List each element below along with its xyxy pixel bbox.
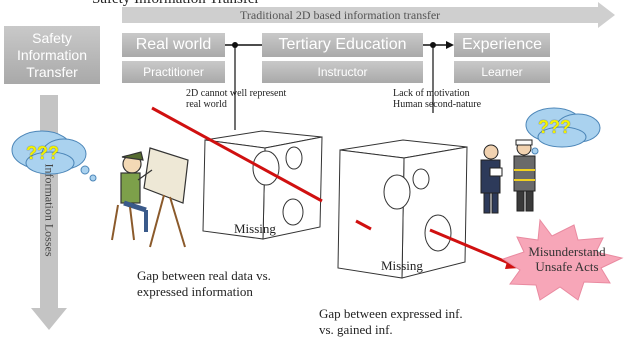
unsafe-acts-label: Misunderstand Unsafe Acts: [528, 244, 606, 274]
note-2d-representation: 2D cannot well represent real world: [186, 88, 287, 110]
information-flow-line: [151, 106, 323, 203]
stage-experience-title: Experience: [461, 36, 543, 53]
unsafe-acts-burst: [501, 218, 624, 301]
gap-caption-2: Gap between expressed inf. vs. gained in…: [319, 306, 463, 337]
stage-instructor-role: Instructor: [317, 65, 368, 79]
missing-label-block-2: Missing: [381, 258, 423, 273]
right-bubble-text: ???: [538, 117, 571, 137]
gap-caption-1: Gap between real data vs. expressed info…: [137, 268, 271, 299]
left-bubble-text: ???: [26, 143, 59, 163]
top-caption: Safety Information Transfer: [92, 0, 259, 8]
stage-practitioner-box: Practitioner: [122, 61, 225, 83]
stage-learner-box: Learner: [454, 61, 550, 83]
block-1: [202, 130, 323, 240]
stage-learner-role: Learner: [481, 65, 523, 79]
stage-real-world-box: Real world: [122, 33, 225, 57]
missing-label-block-1: Missing: [234, 221, 276, 236]
note-motivation: Lack of motivation Human second-nature: [393, 88, 482, 110]
stage-experience-box: Experience: [454, 33, 550, 57]
information-losses-label: Information Losses: [42, 163, 57, 257]
learner-figure-icon: [513, 139, 536, 212]
practitioner-figure-icon: [111, 147, 189, 248]
banner-label: Traditional 2D based information transfe…: [240, 8, 441, 22]
block-2: [337, 139, 468, 279]
stage-instructor-box: Instructor: [262, 61, 423, 83]
stage-tertiary-education-box: Tertiary Education: [262, 33, 423, 57]
stage-tertiary-education-title: Tertiary Education: [278, 36, 407, 53]
instructor-figure-icon: [480, 144, 503, 214]
right-thought-bubble: [525, 107, 601, 161]
stage-real-world-title: Real world: [135, 36, 212, 53]
banner-arrow: [122, 2, 615, 28]
left-thought-bubble: [11, 130, 97, 182]
stage-practitioner-role: Practitioner: [143, 65, 204, 79]
safety-information-transfer-box: Safety Information Transfer: [4, 26, 100, 84]
